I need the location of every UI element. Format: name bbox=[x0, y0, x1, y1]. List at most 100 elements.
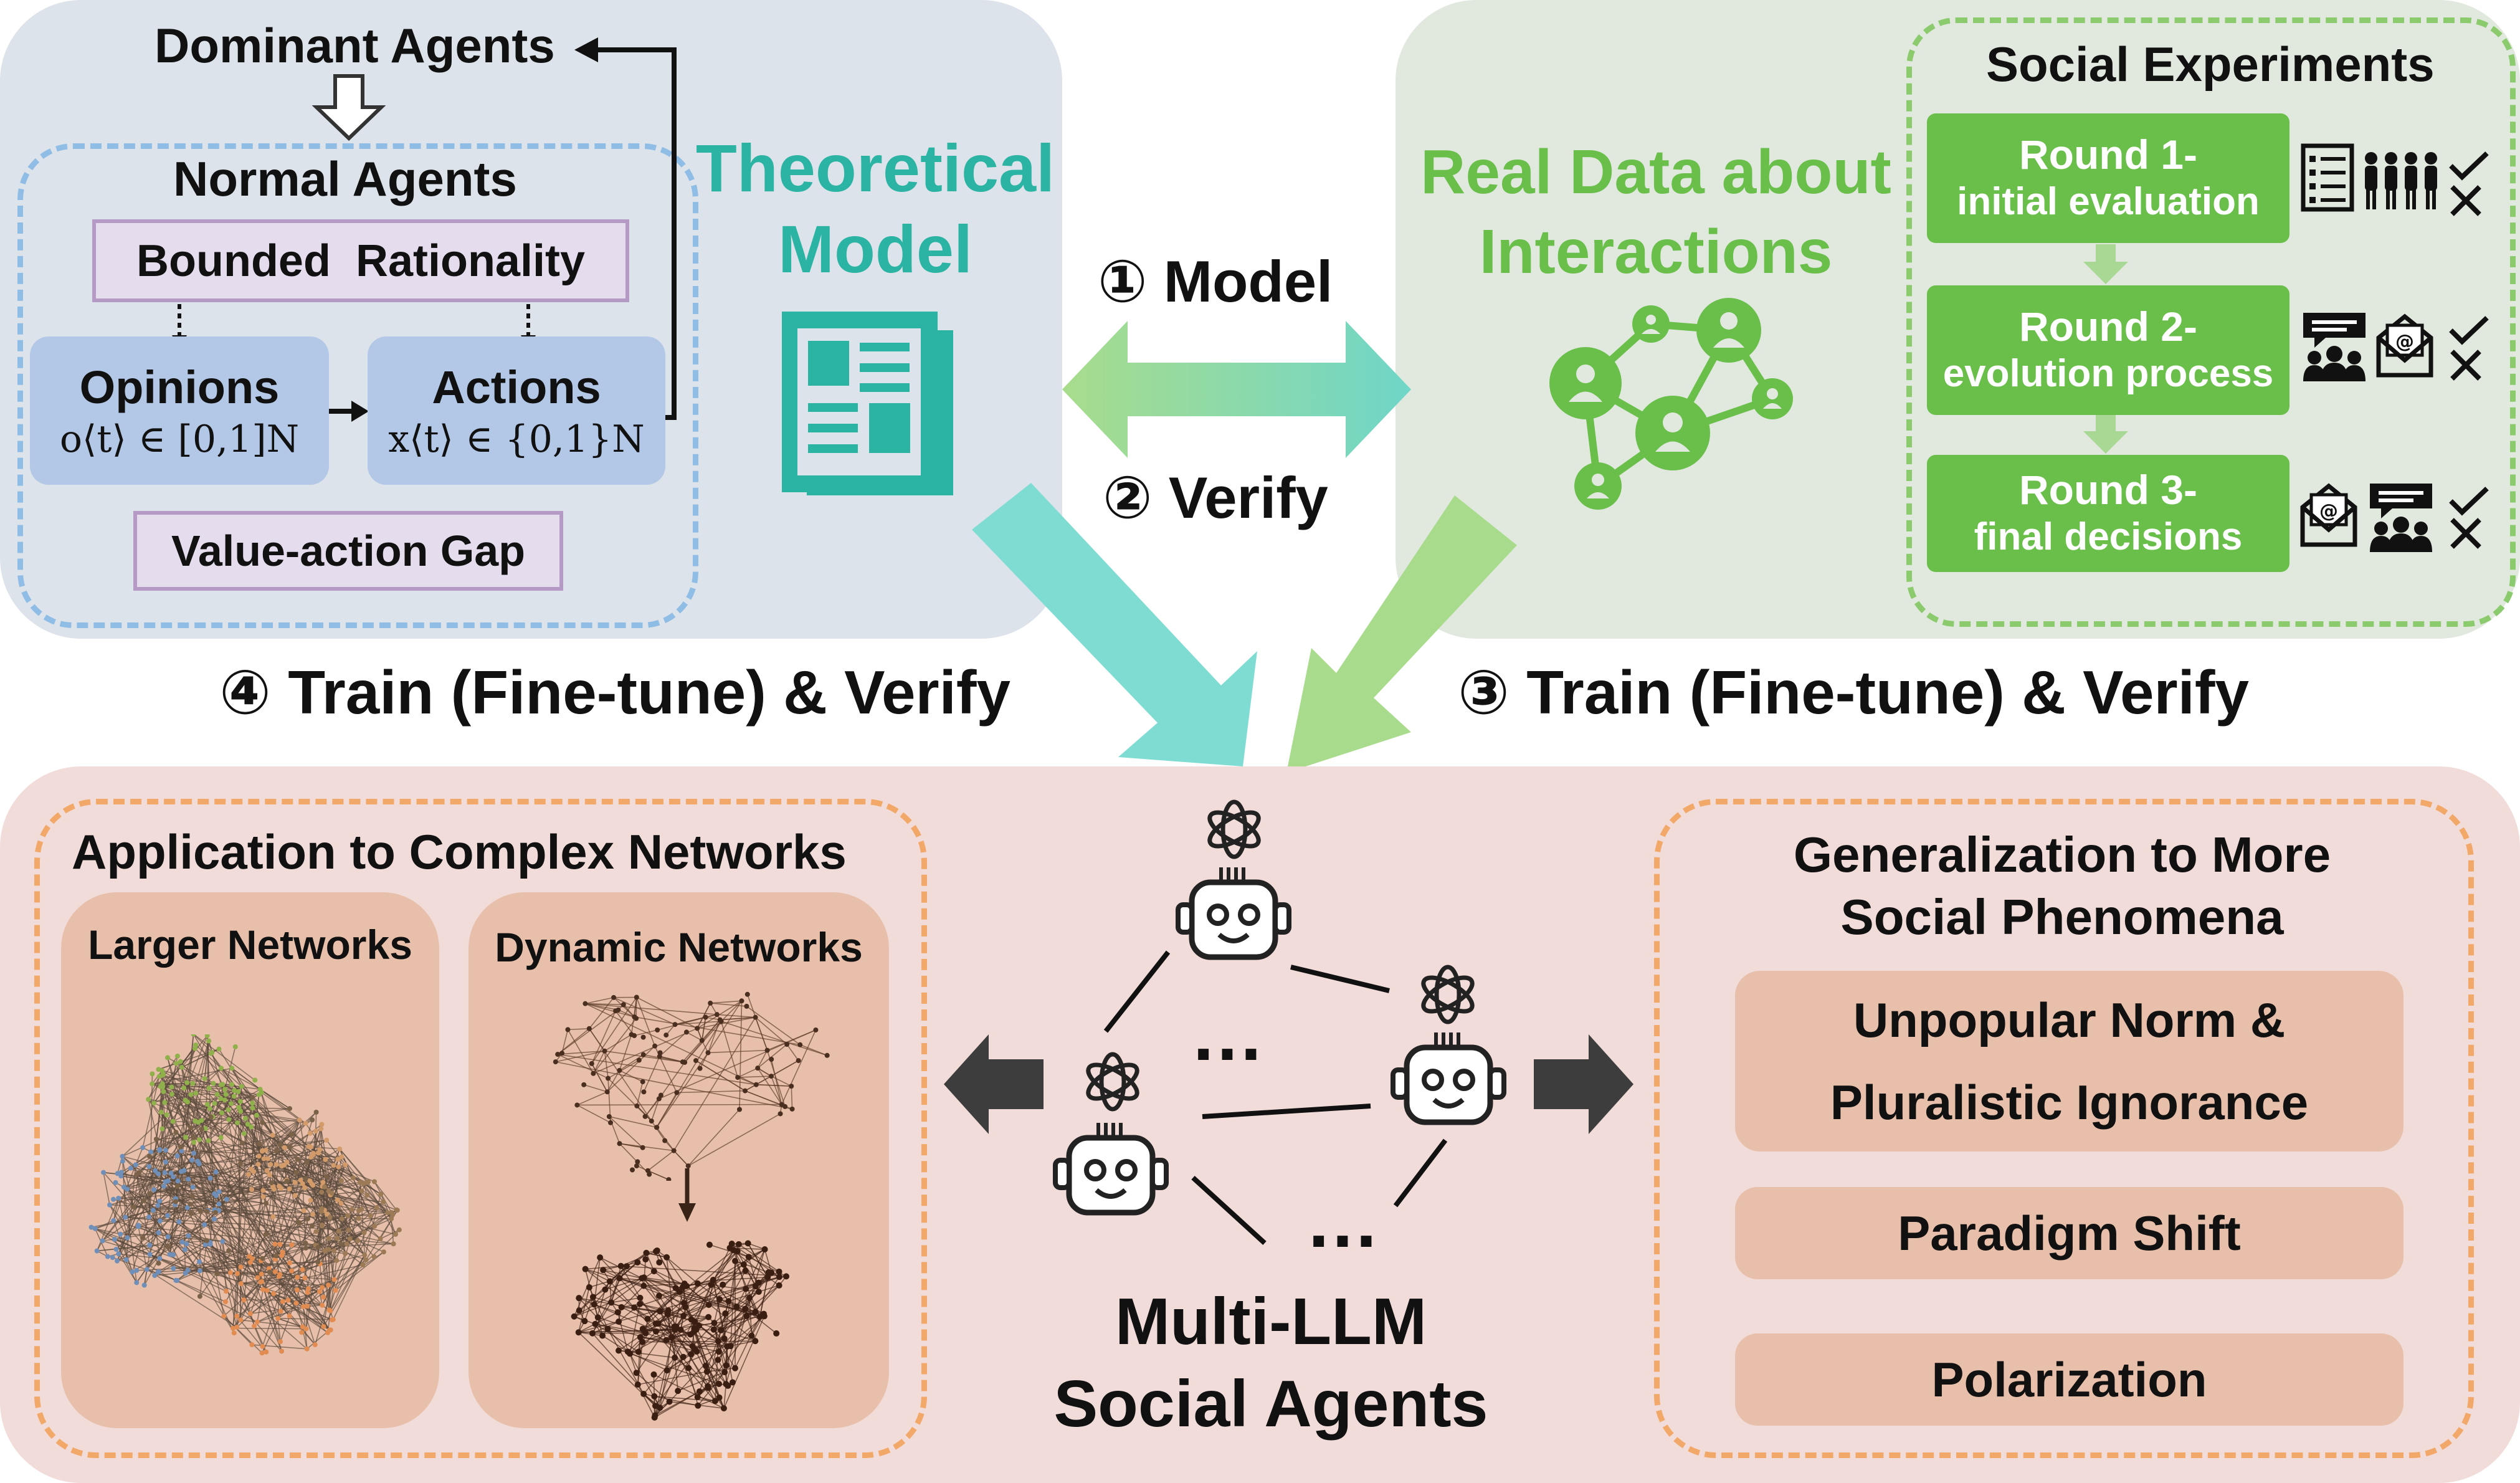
agents-connections bbox=[1103, 950, 1448, 1245]
network-node bbox=[224, 1196, 229, 1202]
network-node bbox=[271, 1291, 277, 1297]
network-node bbox=[396, 1227, 402, 1233]
network-node bbox=[776, 1274, 782, 1280]
network-node bbox=[293, 1300, 299, 1306]
network-node bbox=[204, 1102, 210, 1107]
network-node bbox=[161, 1183, 167, 1189]
network-node bbox=[649, 1118, 654, 1124]
network-node bbox=[721, 1335, 728, 1342]
multi-llm-title-line2: Social Agents bbox=[1053, 1367, 1488, 1441]
network-node bbox=[157, 1198, 163, 1204]
network-node bbox=[725, 1298, 732, 1305]
network-node bbox=[371, 1179, 377, 1185]
network-node bbox=[640, 1391, 647, 1398]
network-node bbox=[691, 1325, 698, 1332]
network-node bbox=[339, 1178, 345, 1183]
network-node bbox=[255, 1161, 261, 1167]
network-node bbox=[153, 1137, 159, 1142]
network-node bbox=[100, 1238, 105, 1244]
network-node bbox=[565, 1027, 571, 1032]
network-node bbox=[297, 1117, 302, 1123]
network-node bbox=[214, 1092, 220, 1097]
network-node bbox=[247, 1311, 253, 1317]
network-node bbox=[687, 1331, 694, 1338]
network-node bbox=[356, 1208, 361, 1214]
network-node bbox=[310, 1211, 316, 1217]
network-node bbox=[179, 1148, 184, 1154]
larger-networks-label: Larger Networks bbox=[88, 922, 412, 968]
network-node bbox=[156, 1067, 161, 1072]
network-node bbox=[716, 1296, 723, 1303]
network-node bbox=[293, 1170, 299, 1175]
network-node bbox=[308, 1198, 313, 1203]
generalization-title: Generalization to More Social Phenomena bbox=[1657, 824, 2467, 948]
network-node bbox=[591, 1071, 596, 1076]
model-verify-double-arrow bbox=[1062, 321, 1411, 458]
network-node bbox=[292, 1193, 298, 1198]
network-node bbox=[183, 1271, 188, 1276]
network-node bbox=[120, 1153, 125, 1159]
network-node bbox=[275, 1315, 281, 1321]
network-node bbox=[193, 1042, 199, 1048]
network-node bbox=[101, 1170, 107, 1175]
network-node bbox=[232, 1088, 237, 1094]
network-node bbox=[356, 1216, 361, 1221]
network-node bbox=[304, 1346, 310, 1352]
network-node bbox=[733, 1303, 740, 1310]
email-icon: @ bbox=[2300, 483, 2357, 547]
network-node bbox=[769, 1057, 774, 1062]
unpopular-norm-line2: Pluralistic Ignorance bbox=[1830, 1075, 2309, 1130]
network-node bbox=[250, 1100, 255, 1106]
network-node bbox=[742, 1088, 748, 1094]
network-node bbox=[350, 1175, 356, 1181]
network-node bbox=[696, 1322, 703, 1329]
network-node bbox=[206, 1085, 212, 1091]
network-node bbox=[666, 1398, 673, 1405]
network-node bbox=[150, 1208, 156, 1213]
network-node bbox=[273, 1148, 279, 1153]
network-node bbox=[247, 1254, 252, 1259]
network-node bbox=[720, 1405, 727, 1412]
network-node bbox=[222, 1087, 227, 1092]
network-node bbox=[284, 1178, 290, 1184]
network-node bbox=[735, 1241, 742, 1247]
network-node bbox=[277, 1272, 283, 1277]
network-node bbox=[606, 1278, 613, 1285]
network-node bbox=[693, 1348, 700, 1355]
network-node bbox=[271, 1186, 277, 1192]
network-node bbox=[711, 1320, 718, 1327]
network-node bbox=[236, 1105, 242, 1110]
network-node bbox=[761, 1246, 768, 1253]
network-node bbox=[355, 1238, 361, 1244]
network-node bbox=[188, 1210, 194, 1216]
network-node bbox=[273, 1253, 279, 1259]
network-node bbox=[723, 1362, 730, 1369]
llm-logo-icon bbox=[1421, 965, 1475, 1024]
round-1-title: Round 1- bbox=[2019, 131, 2197, 178]
network-node bbox=[254, 1112, 259, 1118]
network-node bbox=[718, 1019, 724, 1024]
network-node bbox=[576, 1295, 582, 1302]
network-node bbox=[677, 1327, 684, 1333]
social-experiments-title: Social Experiments bbox=[1986, 37, 2435, 92]
network-node bbox=[665, 1307, 672, 1314]
network-node bbox=[202, 1222, 207, 1228]
network-node bbox=[255, 1275, 260, 1280]
network-node bbox=[320, 1302, 325, 1308]
network-node bbox=[662, 1138, 668, 1143]
network-node bbox=[335, 1236, 340, 1241]
network-node bbox=[589, 1294, 596, 1300]
network-node bbox=[263, 1231, 269, 1237]
network-node bbox=[313, 1229, 319, 1234]
network-node bbox=[259, 1350, 265, 1356]
network-node bbox=[574, 1102, 580, 1108]
generalization-title-line2: Social Phenomena bbox=[1840, 889, 2284, 945]
network-node bbox=[156, 1269, 161, 1274]
network-node bbox=[694, 1280, 701, 1287]
network-node bbox=[753, 1014, 758, 1020]
robot-icon bbox=[1391, 1032, 1506, 1125]
network-node bbox=[179, 1239, 185, 1245]
network-node bbox=[347, 1236, 353, 1242]
network-node bbox=[216, 1046, 222, 1052]
network-node bbox=[259, 1279, 265, 1284]
